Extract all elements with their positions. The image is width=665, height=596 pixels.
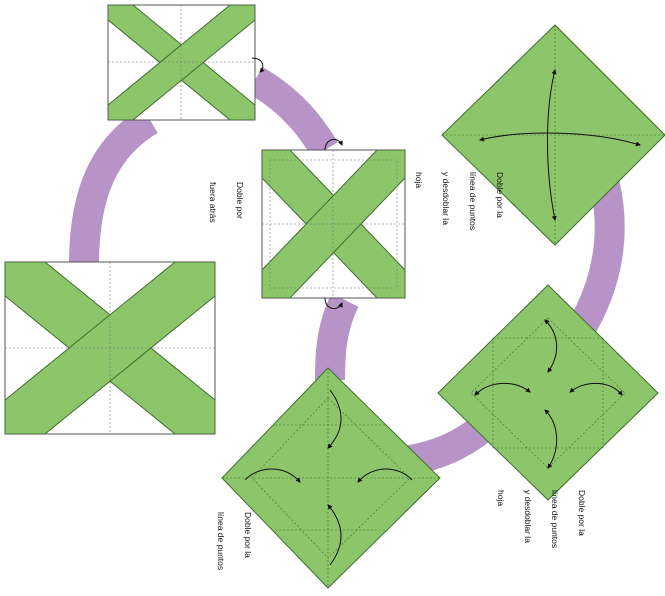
turn-over-arrow-icon [324, 138, 343, 151]
fold-arrow-icon [569, 382, 623, 396]
fold-arrow-icon [479, 132, 641, 147]
fold-arrow-icon [474, 382, 531, 396]
caption-line: Doble por la [577, 490, 587, 536]
turn-over-arrow-icon [324, 297, 343, 310]
caption-line: línea de puntos [468, 172, 478, 231]
caption-line: Doble por la [243, 512, 253, 558]
caption-line: línea de puntos [550, 490, 560, 549]
caption-fold-dotted-right: Doble por la línea de puntos y desdoblar… [487, 490, 604, 548]
caption-line: línea de puntos [216, 512, 226, 571]
origami-diamond-step-bottom [221, 367, 441, 589]
ring-arc-right [567, 181, 625, 338]
ring-arc-middle [315, 293, 359, 381]
caption-line: Doble por la [495, 172, 505, 218]
caption-fold-dotted-bottom: Doble por la línea de puntos [207, 512, 270, 570]
origami-square-step-middle [261, 138, 406, 310]
caption-line: hoja [496, 490, 506, 507]
fold-arrow-icon [544, 409, 558, 469]
caption-line: y desdoblar la [441, 172, 451, 225]
turn-over-arrow-icon [251, 57, 265, 73]
ring-arc-left [69, 107, 159, 266]
caption-line: y desdoblar la [523, 490, 533, 543]
origami-diamond-step-right [437, 284, 659, 501]
fold-arrow-icon [357, 468, 413, 483]
fold-arrow-icon [327, 504, 342, 566]
ring-arc-top [247, 66, 338, 158]
fold-arrow-icon [327, 389, 342, 449]
caption-fold-back: Doble por fuera atrás [199, 182, 262, 223]
fold-arrow-icon [244, 468, 301, 483]
caption-line: Doble por [235, 182, 245, 219]
caption-line: fuera atrás [208, 182, 218, 223]
caption-fold-dotted-top: Doble por la línea de puntos y desdoblar… [405, 172, 522, 230]
ring-arc-bottom [407, 417, 489, 475]
origami-square-step-top [107, 4, 265, 121]
origami-diamond-step-top-right [441, 24, 665, 246]
caption-line: hoja [414, 172, 424, 189]
fold-arrow-icon [544, 319, 558, 373]
origami-square-step-left [4, 261, 216, 435]
